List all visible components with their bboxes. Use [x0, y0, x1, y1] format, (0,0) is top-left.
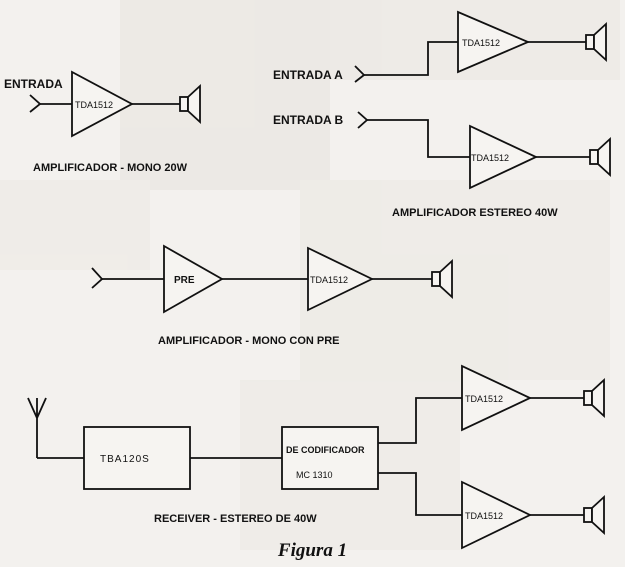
decoder-to-amp-a-wire [378, 397, 462, 444]
mono-input-label: ENTRADA [4, 77, 63, 91]
receiver-caption: RECEIVER - ESTEREO DE 40W [154, 513, 317, 525]
amplifier-a-triangle-icon [457, 10, 531, 74]
receiver-diagram [27, 364, 605, 550]
speaker-icon [431, 258, 453, 300]
amplifier-triangle-icon [71, 70, 134, 138]
input-a-wire [364, 41, 458, 76]
tuner-block [83, 426, 191, 490]
speaker-a-icon [585, 21, 607, 63]
antenna-icon [27, 397, 47, 458]
mono-caption: AMPLIFICADOR - MONO 20W [33, 162, 188, 174]
stereo-40w-diagram [354, 10, 611, 190]
background-print-bleed [0, 0, 620, 550]
mono-pre-caption: AMPLIFICADOR - MONO CON PRE [158, 335, 340, 347]
speaker-b-icon [583, 494, 605, 536]
input-b-wire [367, 119, 470, 158]
stereo-amp-b-label: TDA1512 [471, 153, 509, 163]
pre-amp-label: TDA1512 [310, 275, 348, 285]
decoder-to-amp-b-wire [378, 472, 462, 516]
stereo-amp-a-label: TDA1512 [462, 38, 500, 48]
preamp-triangle-icon [163, 244, 224, 314]
figure-caption: Figura 1 [277, 540, 348, 561]
input-connector-icon [29, 94, 42, 113]
speaker-a-icon [583, 377, 605, 419]
stereo-input-a-label: ENTRADA A [273, 68, 343, 82]
decoder-label-line2: MC 1310 [296, 470, 333, 480]
decoder-label-line1: DE CODIFICADOR [286, 445, 365, 455]
mono-pre-diagram [91, 244, 453, 314]
receiver-amp-b-label: TDA1512 [465, 511, 503, 521]
speaker-icon [179, 83, 201, 125]
speaker-b-icon [589, 136, 611, 178]
amplifier-b-triangle-icon [469, 124, 539, 190]
amplifier-a-triangle-icon [461, 364, 533, 432]
input-connector-icon [91, 267, 104, 289]
receiver-amp-a-label: TDA1512 [465, 394, 503, 404]
decoder-block [281, 426, 379, 490]
mono-20w-diagram [29, 70, 201, 138]
stereo-caption: AMPLIFICADOR ESTEREO 40W [392, 207, 558, 219]
amplifier-triangle-icon [307, 246, 375, 312]
pre-label: PRE [174, 275, 195, 286]
stereo-input-b-label: ENTRADA B [273, 113, 344, 127]
input-b-connector-icon [357, 111, 369, 129]
amplifier-b-triangle-icon [461, 480, 533, 550]
mono-amp-label: TDA1512 [75, 100, 113, 110]
tuner-label: TBA120S [100, 454, 150, 465]
